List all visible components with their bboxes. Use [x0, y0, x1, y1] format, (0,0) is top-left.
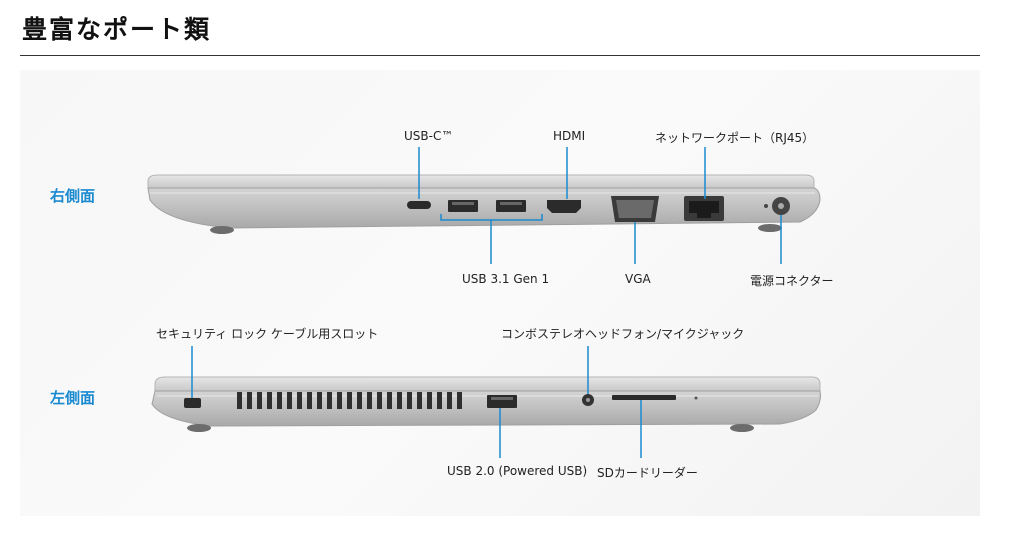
right-side-callouts	[418, 147, 782, 264]
network-port-label: ネットワークポート（RJ45）	[655, 131, 815, 145]
right-side-laptop	[147, 174, 821, 234]
audio-jack-label: コンボステレオヘッドフォン/マイクジャック	[501, 327, 745, 341]
usb-c-label: USB-C™	[404, 129, 454, 143]
usb-a-port-icon	[496, 200, 526, 212]
left-side-laptop	[151, 376, 821, 432]
usb-c-port-icon	[407, 201, 431, 209]
usb31-label: USB 3.1 Gen 1	[462, 272, 550, 286]
security-lock-slot-icon	[184, 398, 201, 408]
sd-card-reader-label: SDカードリーダー	[597, 466, 698, 480]
hdmi-label: HDMI	[553, 129, 586, 143]
usb20-label: USB 2.0 (Powered USB)	[447, 464, 588, 478]
page-title: 豊富なポート類	[22, 15, 212, 44]
security-lock-label: セキュリティ ロック ケーブル用スロット	[156, 327, 379, 341]
vent-grille	[237, 392, 462, 409]
usb-a-port-icon	[448, 200, 478, 212]
hdmi-port-icon	[547, 200, 581, 213]
usb-a-port-icon	[487, 395, 517, 408]
left-side-callouts	[191, 346, 642, 458]
left-side-label: 左側面	[50, 389, 96, 407]
vga-label: VGA	[625, 272, 651, 286]
title-divider	[20, 55, 980, 56]
power-connector-label: 電源コネクター	[750, 274, 834, 288]
right-side-label: 右側面	[50, 187, 96, 205]
sd-card-slot-icon	[612, 395, 676, 400]
